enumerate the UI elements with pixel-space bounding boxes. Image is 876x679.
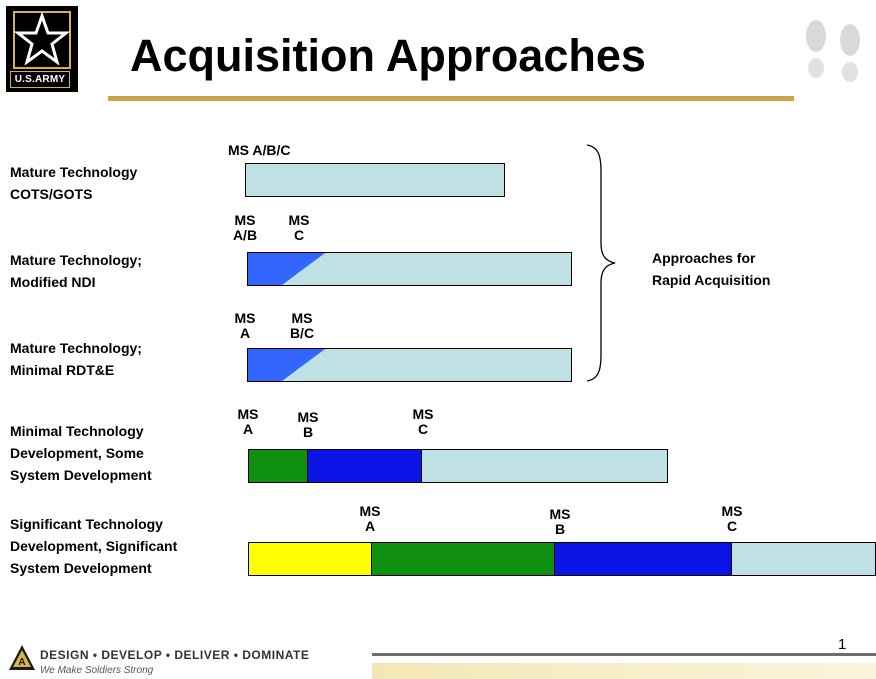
bar-segment-yellow [249, 543, 372, 575]
timeline-bar-modified-ndi [247, 252, 572, 286]
row-label-modified-ndi: Mature Technology;Modified NDI [10, 252, 142, 290]
bar-segment-green [249, 450, 308, 482]
footer-slogan: We Make Soldiers Strong [40, 665, 154, 676]
bar-segment-blue [308, 450, 422, 482]
bar-segment-blue [248, 253, 325, 285]
timeline-bar-minimal-rdte [247, 348, 572, 382]
bar-segment-blue [248, 349, 325, 381]
army-logo: U.S.ARMY [6, 6, 78, 92]
timeline-bar-minimal-technology [248, 449, 668, 483]
timeline-bar-cots-gots [245, 163, 505, 197]
bar-segment-blue [555, 543, 732, 575]
svg-text:A: A [18, 657, 25, 668]
brace-icon [586, 144, 616, 382]
bar-segment [246, 164, 504, 196]
star-icon [13, 11, 71, 69]
footer-divider [372, 653, 876, 656]
timeline-bar-significant-technology [248, 542, 876, 576]
amc-logo-icon: A [9, 645, 35, 670]
logo-text: U.S.ARMY [10, 71, 70, 88]
bar-segment-lightblue [422, 450, 667, 482]
bar-segment-green [372, 543, 555, 575]
row-label-minimal-rdte: Mature Technology;Minimal RDT&E [10, 340, 142, 378]
bootprints-icon [806, 20, 860, 82]
title-underline [108, 96, 794, 101]
footer-motto: DESIGN • DEVELOP • DELIVER • DOMINATE [40, 648, 310, 662]
page-number: 1 [838, 636, 847, 653]
bar-segment-lightblue [732, 543, 875, 575]
milestone-label: MS A/B/C [228, 142, 291, 158]
footer-band [372, 663, 876, 679]
page-title: Acquisition Approaches [130, 30, 646, 81]
